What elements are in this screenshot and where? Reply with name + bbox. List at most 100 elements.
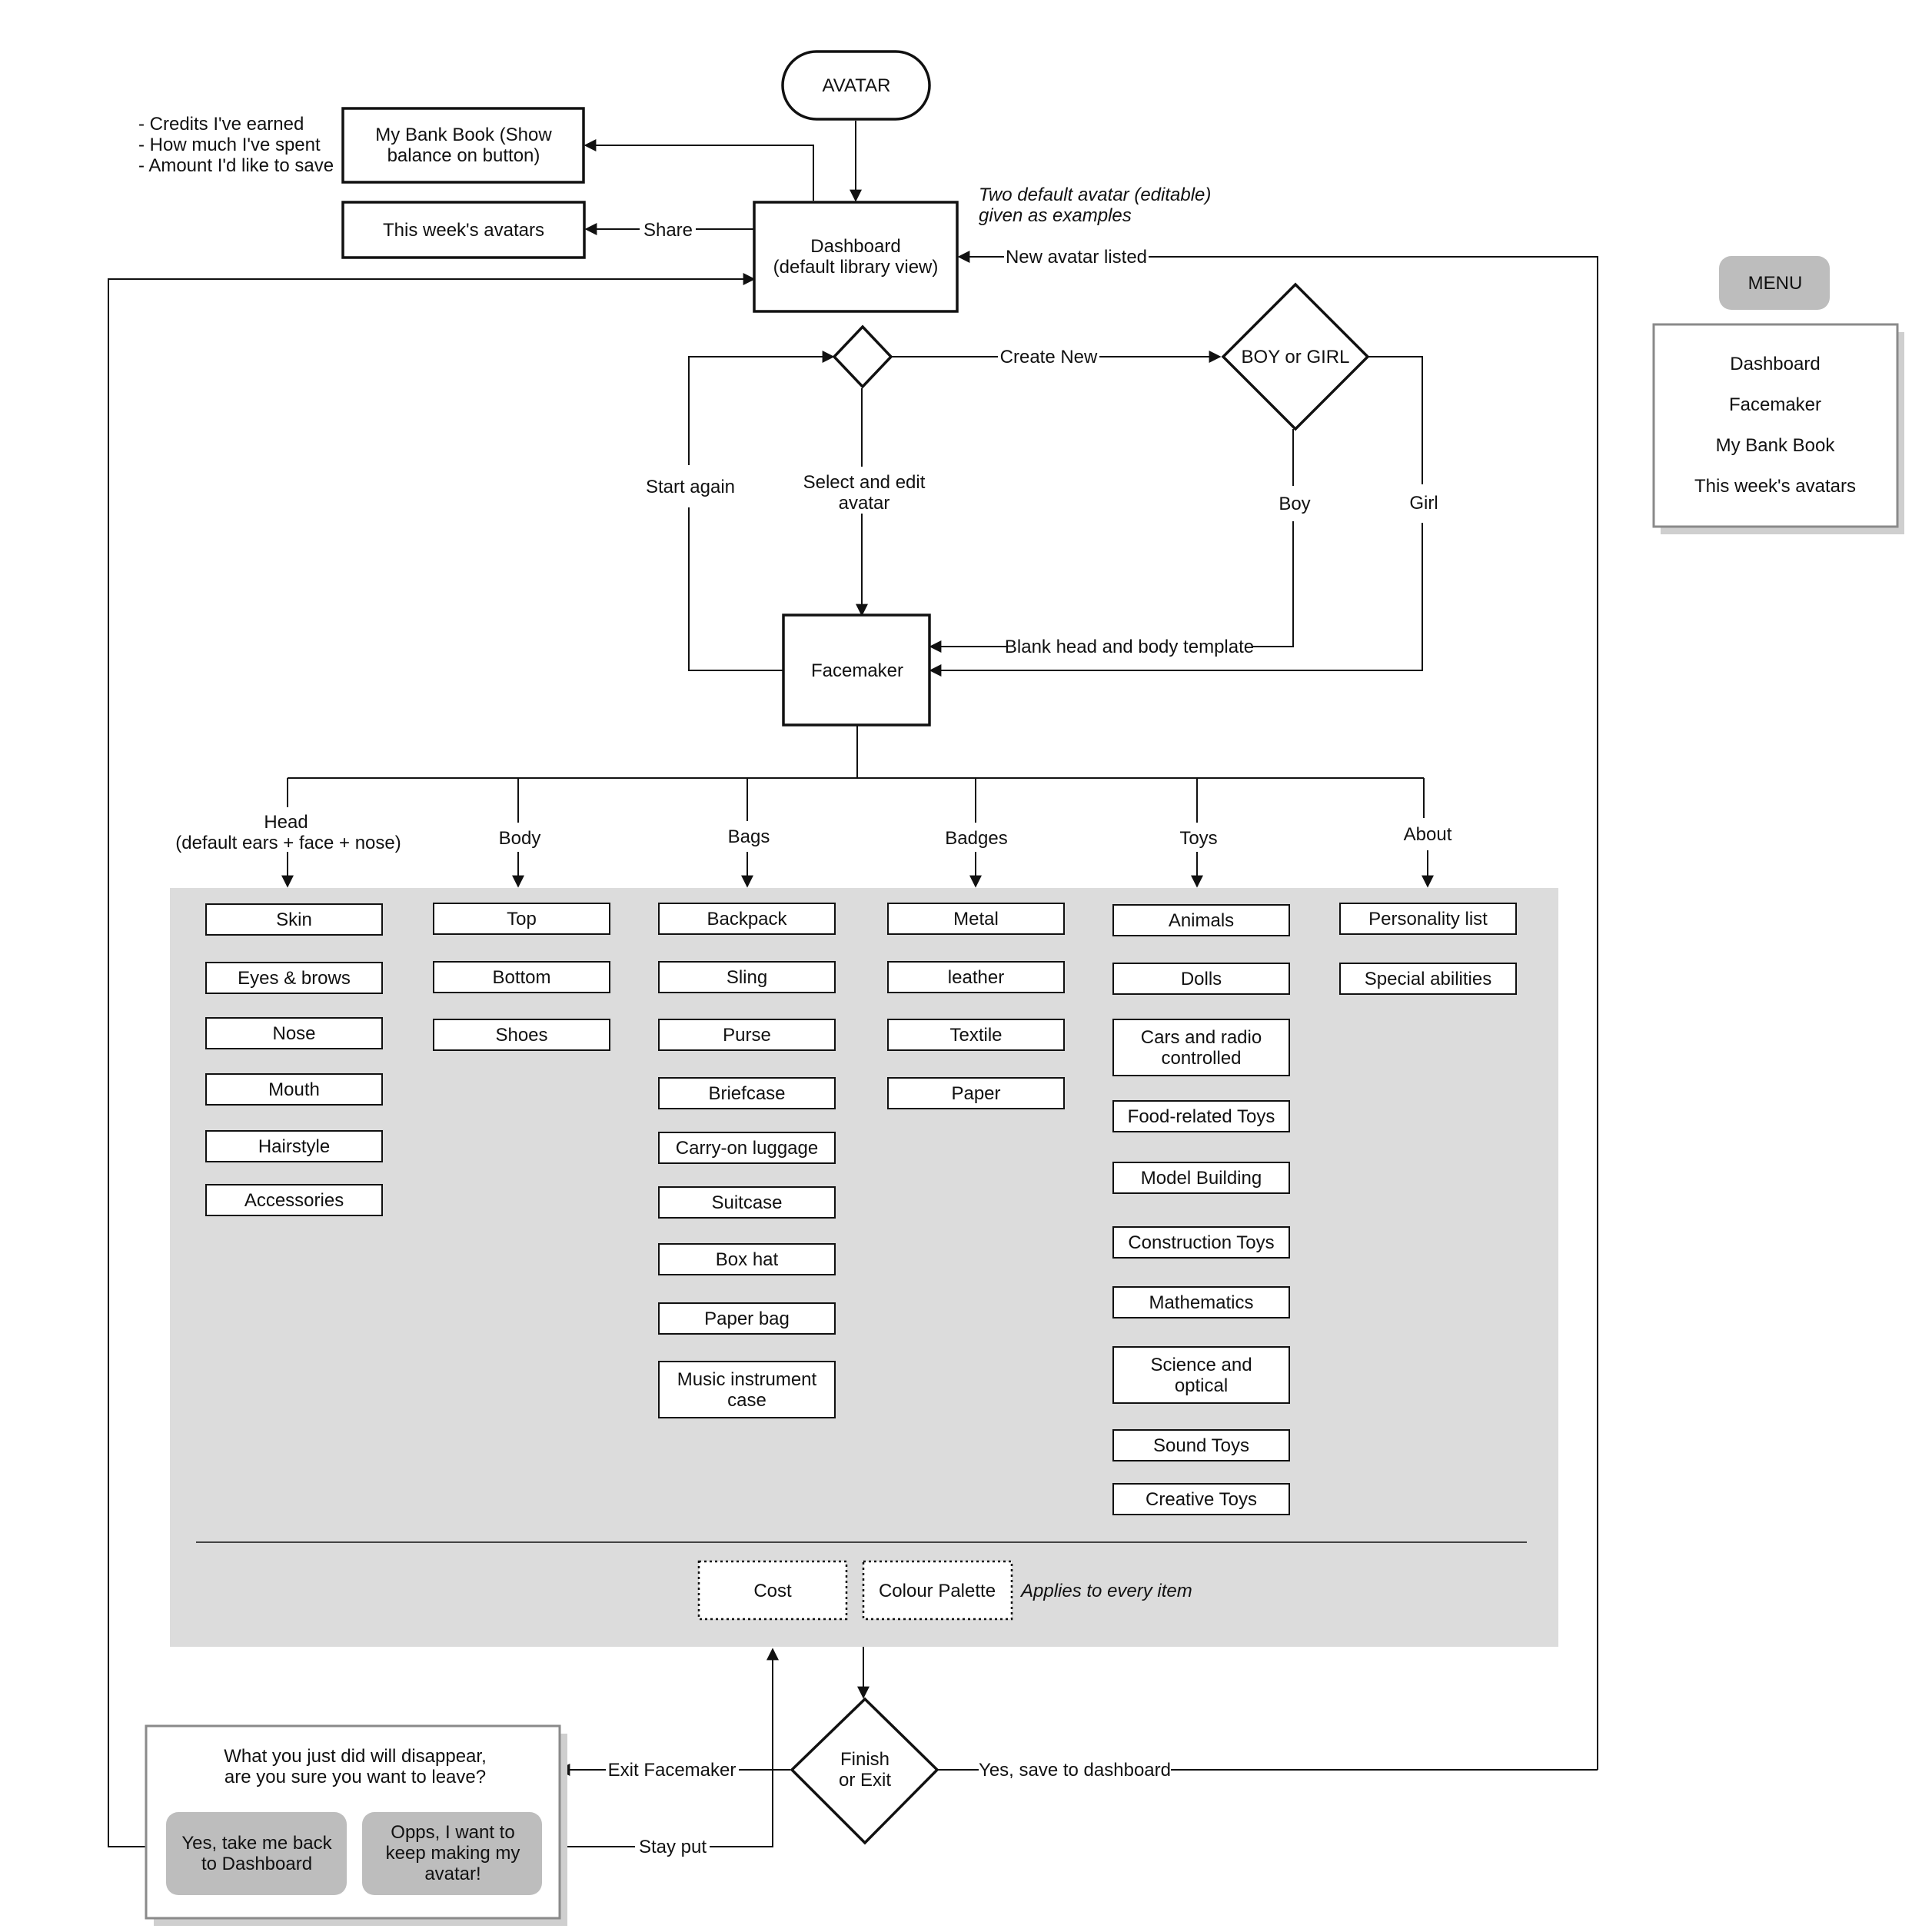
item-label: Hairstyle [258,1136,330,1157]
item-head-eyes-brows[interactable]: Eyes & brows [205,962,383,994]
item-about-special-abilities[interactable]: Special abilities [1339,963,1517,995]
item-toys-sound-toys[interactable]: Sound Toys [1112,1429,1290,1461]
finish-exit-diamond [790,1697,939,1845]
item-box[interactable] [887,903,1065,935]
item-bags-briefcase[interactable]: Briefcase [658,1077,836,1109]
item-label: Paper bag [704,1309,790,1329]
item-bags-paper-bag[interactable]: Paper bag [658,1302,836,1335]
item-badges-leather[interactable]: leather [887,961,1065,993]
item-box[interactable] [1112,904,1290,936]
dashboard-label-1: Dashboard [810,236,900,257]
keep-making-avatar-button[interactable] [362,1812,542,1895]
item-box[interactable] [658,1132,836,1164]
item-box[interactable] [205,1017,383,1049]
item-box[interactable] [658,1019,836,1051]
item-badges-metal[interactable]: Metal [887,903,1065,935]
edge-label-share: Share [643,220,693,241]
item-label: Personality list [1368,909,1488,929]
item-head-skin[interactable]: Skin [205,903,383,936]
item-toys-animals[interactable]: Animals [1112,904,1290,936]
item-label: Sound Toys [1153,1435,1249,1456]
item-bags-purse[interactable]: Purse [658,1019,836,1051]
item-toys-model-building[interactable]: Model Building [1112,1162,1290,1194]
item-body-top[interactable]: Top [433,903,610,935]
item-label: Suitcase [711,1192,782,1213]
item-bags-sling[interactable]: Sling [658,961,836,993]
item-label: Sling [727,967,767,988]
dashboard-note-1: Two default avatar (editable) [979,185,1211,205]
item-label: Construction Toys [1128,1232,1274,1253]
yes-back-to-dashboard-button[interactable] [166,1812,347,1895]
item-toys-creative-toys[interactable]: Creative Toys [1112,1483,1290,1515]
item-box[interactable] [658,1186,836,1219]
item-label: Dolls [1181,969,1222,989]
item-label: Top [507,909,537,929]
item-box[interactable] [1112,1226,1290,1259]
item-box[interactable] [1112,1286,1290,1318]
item-toys-construction-toys[interactable]: Construction Toys [1112,1226,1290,1259]
item-box[interactable] [887,1019,1065,1051]
item-bags-backpack[interactable]: Backpack [658,903,836,935]
item-box[interactable] [658,961,836,993]
item-box[interactable] [1112,963,1290,995]
item-box[interactable] [433,1019,610,1051]
item-box[interactable] [205,903,383,936]
item-box[interactable] [658,1302,836,1335]
item-box[interactable] [1112,1483,1290,1515]
edge-label-boy: Boy [1279,494,1310,514]
item-box[interactable] [1112,1019,1290,1076]
item-box[interactable] [658,1361,836,1418]
item-box[interactable] [658,1243,836,1275]
item-box[interactable] [1112,1100,1290,1132]
item-box[interactable] [658,903,836,935]
item-head-mouth[interactable]: Mouth [205,1073,383,1106]
dashboard-label-2: (default library view) [773,257,939,278]
menu-item-facemaker[interactable]: Facemaker [1729,394,1821,415]
item-body-bottom[interactable]: Bottom [433,961,610,993]
item-label: Briefcase [708,1083,785,1104]
item-box[interactable] [887,961,1065,993]
item-label: Textile [949,1025,1002,1046]
item-box[interactable] [433,903,610,935]
item-box[interactable] [205,1130,383,1162]
item-box[interactable] [1339,903,1517,935]
item-bags-suitcase[interactable]: Suitcase [658,1186,836,1219]
menu-button[interactable] [1719,256,1830,310]
item-bags-carry-on-luggage[interactable]: Carry-on luggage [658,1132,836,1164]
menu-item-weeks-avatars[interactable]: This week's avatars [1694,476,1856,497]
item-box[interactable] [1112,1162,1290,1194]
item-box[interactable] [887,1077,1065,1109]
item-box[interactable] [205,1073,383,1106]
item-head-accessories[interactable]: Accessories [205,1184,383,1216]
colour-palette-option[interactable] [862,1560,1013,1621]
exit-dialog-text-2: are you sure you want to leave? [224,1767,486,1787]
item-head-nose[interactable]: Nose [205,1017,383,1049]
item-label: Music instrument [677,1369,817,1390]
item-box[interactable] [658,1077,836,1109]
item-box[interactable] [205,1184,383,1216]
item-about-personality-list[interactable]: Personality list [1339,903,1517,935]
item-box[interactable] [205,962,383,994]
item-body-shoes[interactable]: Shoes [433,1019,610,1051]
item-badges-textile[interactable]: Textile [887,1019,1065,1051]
item-box[interactable] [433,961,610,993]
cost-option[interactable] [697,1560,848,1621]
item-toys-food-related-toys[interactable]: Food-related Toys [1112,1100,1290,1132]
choice-diamond [832,324,893,389]
menu-item-dashboard[interactable]: Dashboard [1730,354,1820,374]
item-badges-paper[interactable]: Paper [887,1077,1065,1109]
item-head-hairstyle[interactable]: Hairstyle [205,1130,383,1162]
item-toys-mathematics[interactable]: Mathematics [1112,1286,1290,1318]
item-toys-dolls[interactable]: Dolls [1112,963,1290,995]
edge-label-blank-template: Blank head and body template [1005,637,1254,657]
item-box[interactable] [1112,1429,1290,1461]
item-bags-box-hat[interactable]: Box hat [658,1243,836,1275]
category-body-title: Body [499,828,541,849]
item-box[interactable] [1112,1346,1290,1404]
bank-book-node [341,107,585,184]
menu-item-bank-book[interactable]: My Bank Book [1716,435,1836,456]
item-box[interactable] [1339,963,1517,995]
